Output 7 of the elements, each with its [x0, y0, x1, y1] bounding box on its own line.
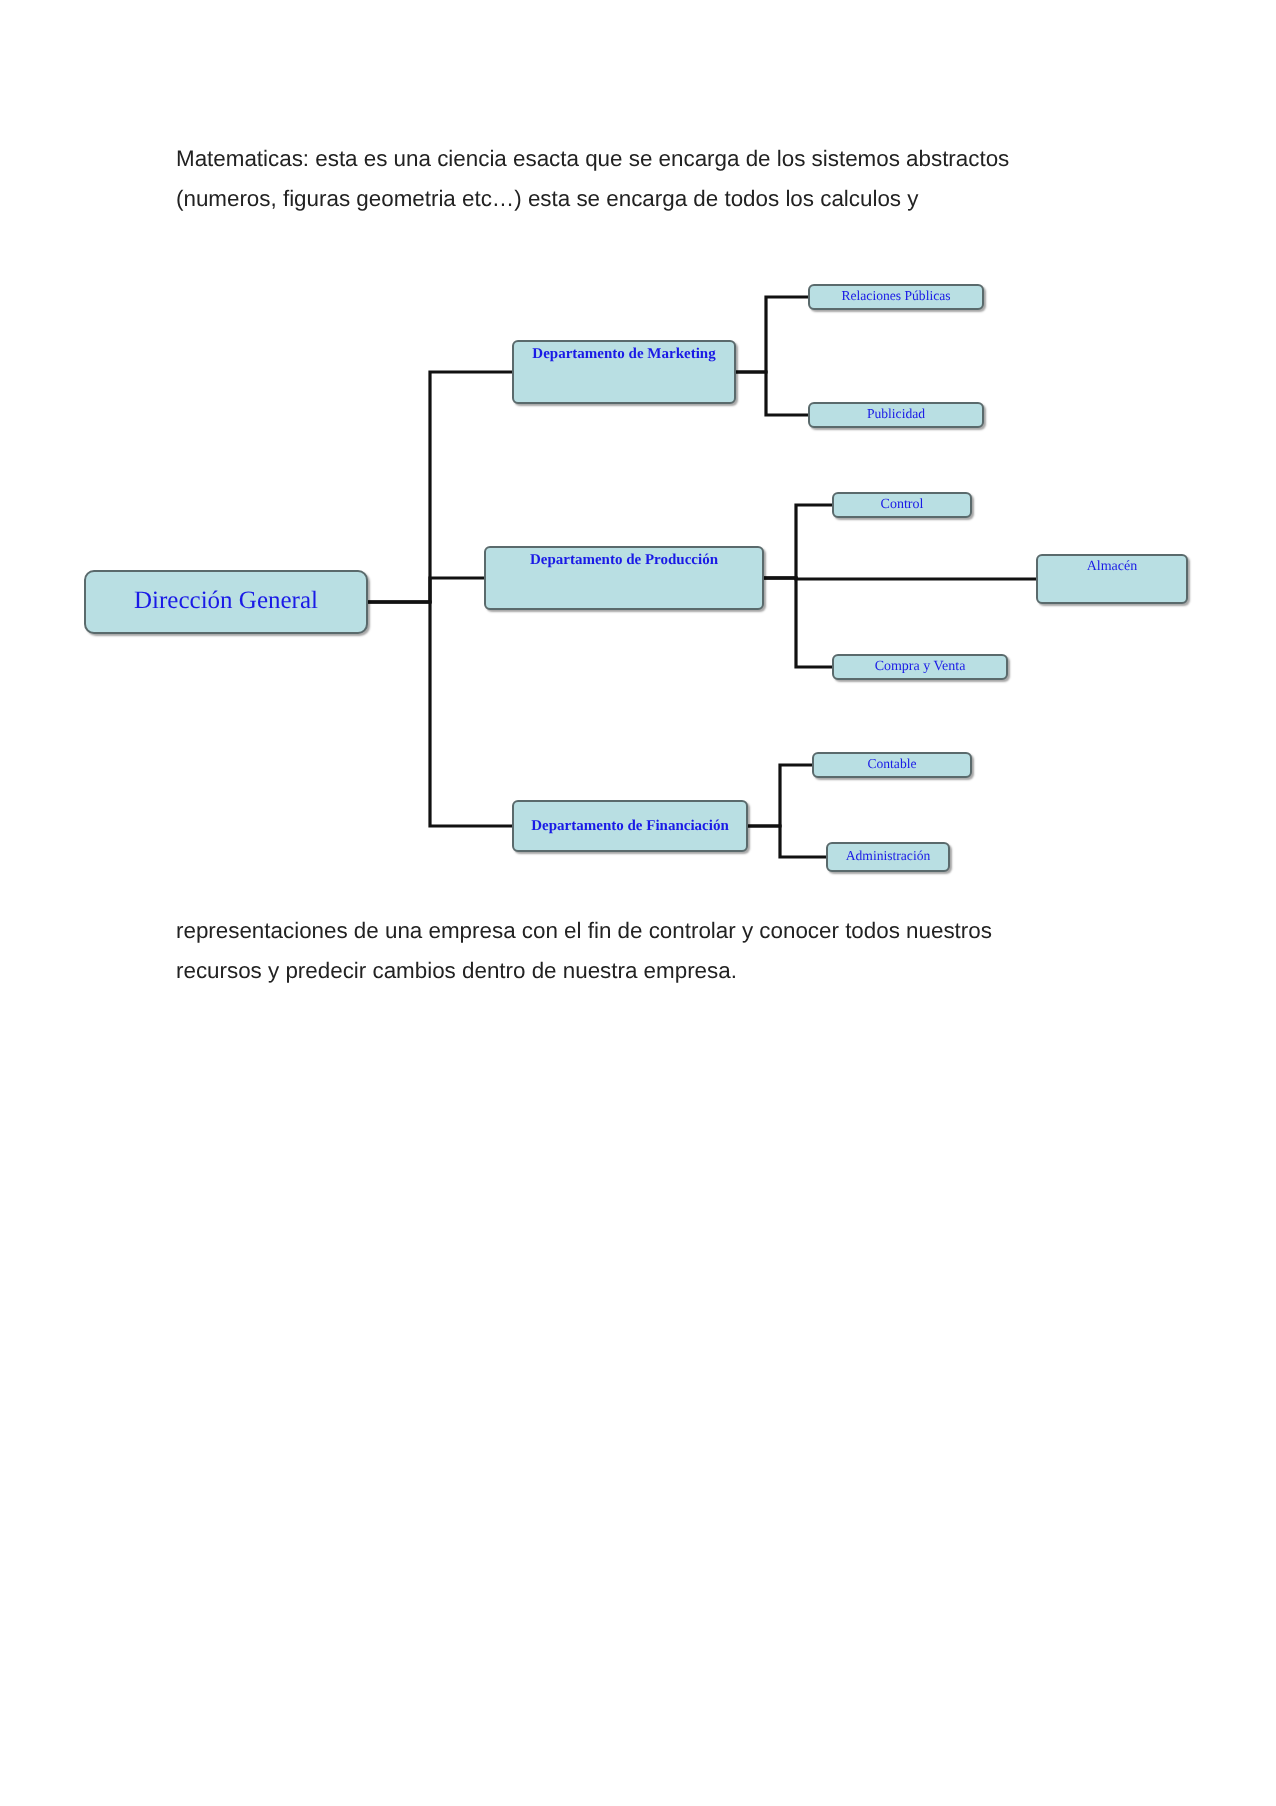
org-chart-box: Dirección General	[84, 570, 368, 634]
connector-line	[748, 824, 826, 859]
connector-line	[736, 370, 808, 417]
paragraph-text: representaciones de una empresa con el fin de controlar y conocer todos nuestros recursos y predecir cambios dentro de nuestra empresa.	[176, 918, 994, 988]
paragraph-text: Matematicas: esta es una ciencia esacta que se encarga de los sistemos abstractos (numeros, figuras geometria etc…) esta se encarga de todos los calculos y	[176, 146, 1012, 216]
connector-line	[368, 600, 512, 828]
connector-line	[764, 576, 832, 669]
